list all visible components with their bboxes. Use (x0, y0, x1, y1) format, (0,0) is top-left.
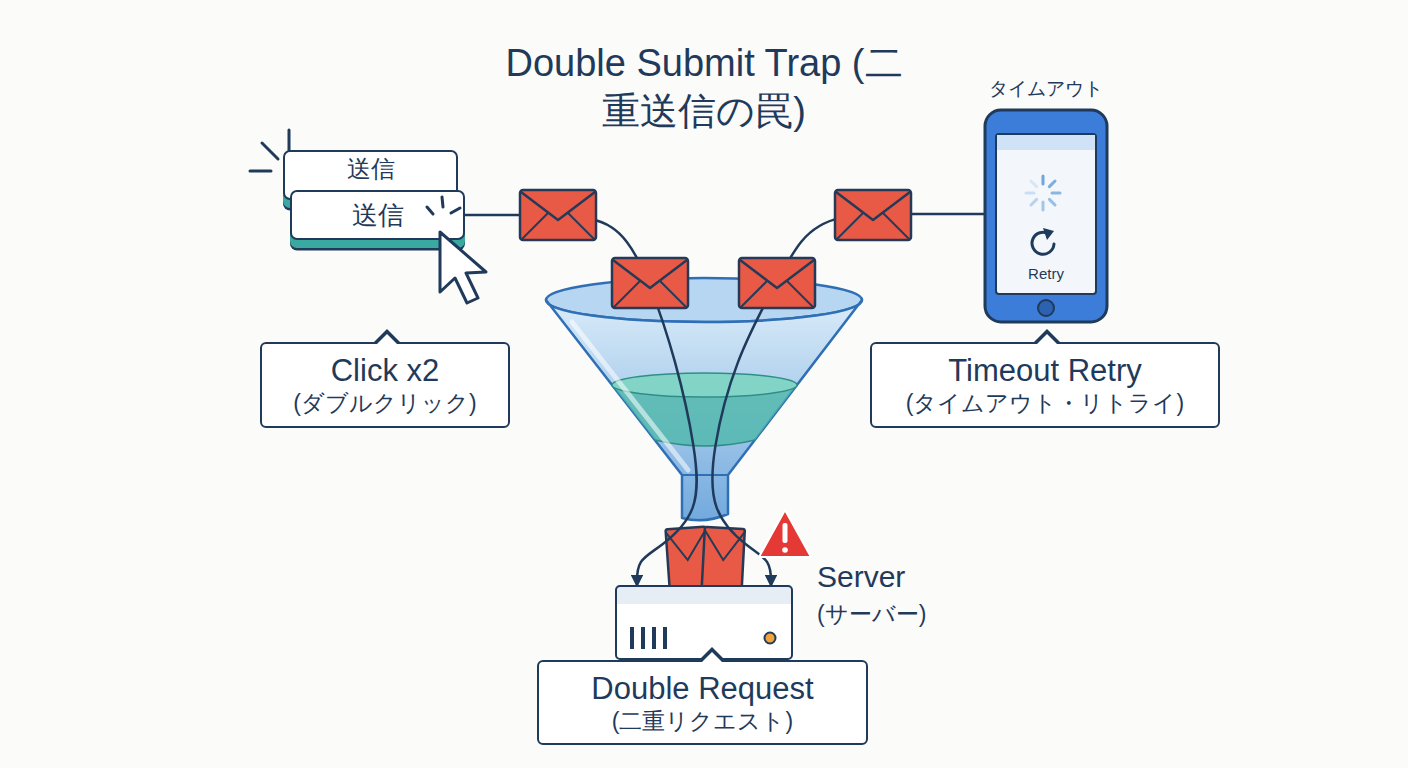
callout-title: Double Request (591, 670, 813, 707)
button-label: 送信 (352, 201, 404, 230)
server-title: Server (817, 560, 905, 594)
click-mark (250, 170, 271, 173)
retry-icon-head (1043, 228, 1054, 240)
click-mark (288, 130, 291, 150)
callout-box: Timeout Retry(タイムアウト・リトライ) (870, 342, 1220, 428)
envelope-flap (703, 530, 744, 561)
warning-symbol (759, 510, 811, 557)
screen-label: Retry (985, 265, 1107, 282)
warning-dot (782, 547, 788, 553)
warning-mark (783, 523, 788, 543)
spinner-tick (1049, 181, 1055, 187)
funnel-highlight (572, 322, 688, 470)
callout-subtitle: (二重リクエスト) (612, 707, 793, 736)
mouse-cursor (440, 232, 486, 303)
callout-subtitle: (タイムアウト・リトライ) (906, 389, 1184, 418)
spinner-tick (1031, 199, 1037, 205)
callout-subtitle: (ダブルクリック) (293, 389, 476, 418)
liquid-surface (612, 373, 797, 397)
callout-title: Timeout Retry (948, 352, 1142, 389)
diagram-title: Double Submit Trap (二重送信の罠) (494, 40, 914, 135)
home-button (1038, 300, 1054, 316)
device-heading: タイムアウト (945, 76, 1147, 102)
request-envelope (835, 190, 911, 240)
spout-joint (682, 474, 728, 476)
request-envelope (520, 190, 596, 240)
screen-bar (997, 135, 1095, 150)
spinner-tick (1042, 176, 1045, 184)
loading-spinner (1026, 176, 1060, 210)
spinner-tick (1031, 181, 1037, 187)
callout-title: Click x2 (331, 352, 440, 389)
envelope-flap (666, 530, 708, 562)
callout-box: Double Request(二重リクエスト) (537, 660, 868, 745)
send-button: 送信 (290, 190, 465, 240)
retry-icon (1032, 232, 1054, 254)
funnel-rim (546, 278, 862, 322)
request-envelope (739, 258, 815, 308)
spinner-tick (1052, 192, 1060, 195)
spinner-tick (1049, 199, 1055, 205)
click-mark (262, 143, 278, 159)
liquid-bottom (655, 440, 755, 446)
funnel-body (546, 300, 862, 520)
server-subtitle: (サーバー) (817, 599, 926, 630)
request-envelope (612, 258, 688, 308)
spinner-tick (1026, 192, 1034, 195)
button-label: 送信 (347, 156, 395, 182)
spinner-tick (1042, 202, 1045, 210)
phone-frame: タイムアウトRetry (985, 110, 1107, 322)
phone-body (985, 110, 1107, 322)
funnel-liquid (612, 385, 797, 446)
callout-box: Click x2(ダブルクリック) (260, 342, 510, 428)
